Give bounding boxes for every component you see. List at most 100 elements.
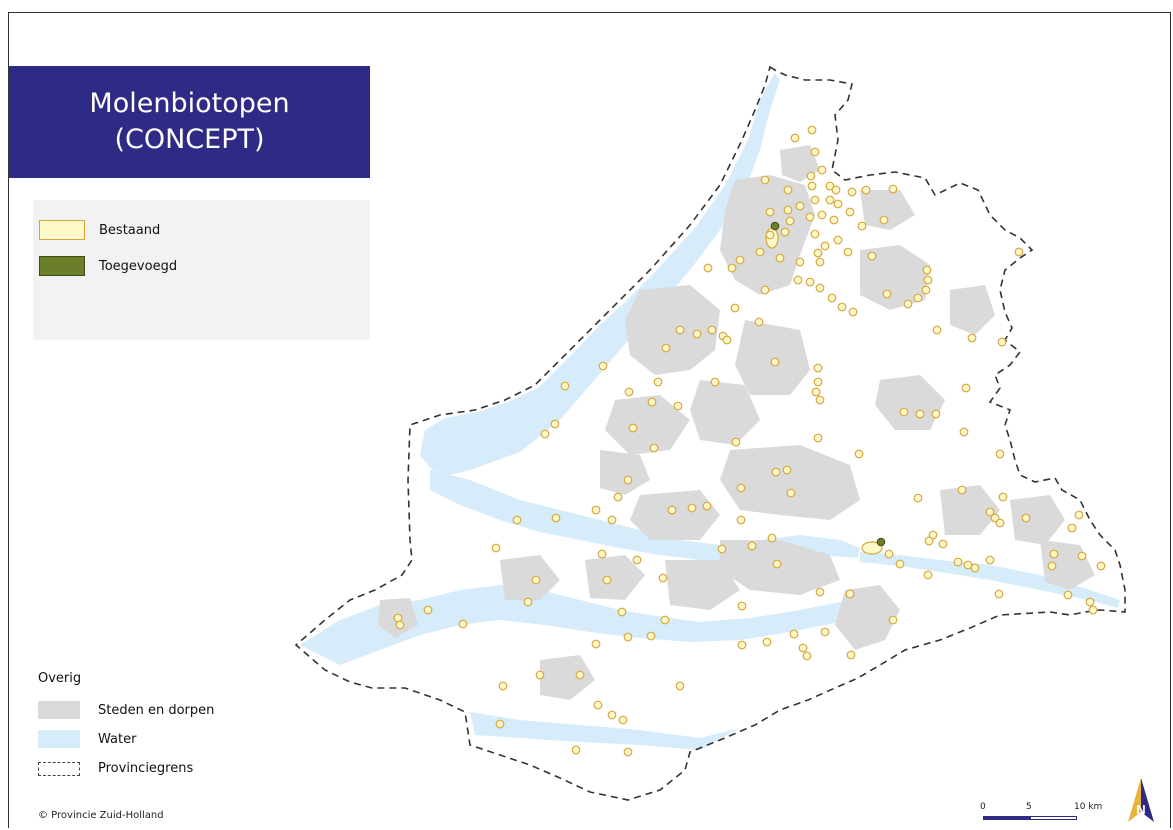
windmill-existing (1047, 561, 1057, 571)
north-arrow-icon: N (1128, 778, 1154, 822)
windmill-existing (673, 401, 683, 411)
north-letter: N (1136, 802, 1145, 817)
windmill-existing (997, 337, 1007, 347)
windmill-added (876, 537, 886, 547)
windmill-points (393, 125, 1106, 757)
scale-segment-dark (983, 816, 1030, 820)
windmill-existing (967, 333, 977, 343)
windmill-existing (551, 513, 561, 523)
windmill-added (770, 221, 780, 231)
windmill-existing (854, 449, 864, 459)
windmill-existing (628, 423, 638, 433)
windmill-existing (913, 493, 923, 503)
windmill-existing (985, 555, 995, 565)
windmill-existing (928, 530, 938, 540)
scale-segment-light (1030, 816, 1077, 820)
windmill-existing (767, 533, 777, 543)
windmill-existing (737, 601, 747, 611)
windmill-existing (807, 125, 817, 135)
windmill-existing (731, 437, 741, 447)
map-frame (8, 12, 1171, 828)
windmill-existing (957, 485, 967, 495)
windmill-existing (857, 221, 867, 231)
windmill-existing (888, 184, 898, 194)
windmill-existing (884, 549, 894, 559)
windmill-existing (598, 361, 608, 371)
windmill-existing (879, 215, 889, 225)
windmill-existing (703, 263, 713, 273)
windmill-existing (994, 589, 1004, 599)
windmill-existing (765, 207, 775, 217)
swatch-water (38, 730, 80, 748)
windmill-existing (811, 387, 821, 397)
legend-swatch-bestaand (39, 220, 85, 240)
legend-label-toegevoegd: Toegevoegd (99, 258, 178, 274)
windmill-existing (815, 257, 825, 267)
windmill-existing (785, 216, 795, 226)
windmill-existing (810, 195, 820, 205)
windmill-existing (798, 643, 808, 653)
windmill-existing (727, 263, 737, 273)
windmill-existing (571, 745, 581, 755)
windmill-existing (998, 492, 1008, 502)
windmill-existing (687, 503, 697, 513)
windmill-existing (730, 303, 740, 313)
windmill-existing (813, 377, 823, 387)
windmill-existing (707, 325, 717, 335)
windmill-existing (831, 185, 841, 195)
windmill-existing (617, 607, 627, 617)
windmill-existing (710, 377, 720, 387)
windmill-existing (560, 381, 570, 391)
scale-bar: 0 5 10 km (980, 802, 1120, 828)
windmill-existing (623, 475, 633, 485)
windmill-existing (899, 407, 909, 417)
scale-label-5: 5 (1026, 802, 1032, 812)
windmill-existing (735, 255, 745, 265)
windmill-area-existing (861, 541, 883, 555)
windmill-existing (843, 247, 853, 257)
windmill-existing (807, 181, 817, 191)
windmill-existing (618, 715, 628, 725)
windmill-existing (827, 293, 837, 303)
windmill-existing (813, 363, 823, 373)
windmill-existing (760, 175, 770, 185)
windmill-existing (815, 395, 825, 405)
windmill-existing (775, 253, 785, 263)
label-provinciegrens: Provinciegrens (98, 761, 194, 776)
windmill-existing (1085, 597, 1095, 607)
windmill-existing (692, 329, 702, 339)
windmill-existing (647, 397, 657, 407)
windmill-existing (658, 573, 668, 583)
windmill-existing (783, 185, 793, 195)
windmill-existing (961, 383, 971, 393)
windmill-existing (888, 615, 898, 625)
windmill-existing (817, 165, 827, 175)
windmill-existing (722, 335, 732, 345)
windmill-existing (736, 483, 746, 493)
swatch-steden (38, 701, 80, 719)
windmill-existing (1063, 590, 1073, 600)
water-coast (420, 67, 780, 475)
windmill-existing (591, 639, 601, 649)
windmill-existing (782, 465, 792, 475)
windmill-existing (970, 563, 980, 573)
legend-label-bestaand: Bestaand (99, 222, 161, 238)
overig-heading: Overig (38, 671, 82, 686)
windmill-existing (575, 670, 585, 680)
windmill-existing (815, 283, 825, 293)
windmill-existing (1014, 247, 1024, 257)
windmill-existing (649, 443, 659, 453)
windmill-existing (765, 230, 775, 240)
map-title-box: Molenbiotopen (CONCEPT) (9, 66, 370, 178)
windmill-existing (747, 541, 757, 551)
swatch-provinciegrens (38, 761, 80, 776)
windmill-existing (736, 515, 746, 525)
windmill-existing (805, 277, 815, 287)
windmill-existing (770, 357, 780, 367)
windmill-existing (837, 302, 847, 312)
windmill-existing (1096, 561, 1106, 571)
windmill-existing (810, 147, 820, 157)
windmill-existing (772, 559, 782, 569)
windmill-existing (931, 409, 941, 419)
